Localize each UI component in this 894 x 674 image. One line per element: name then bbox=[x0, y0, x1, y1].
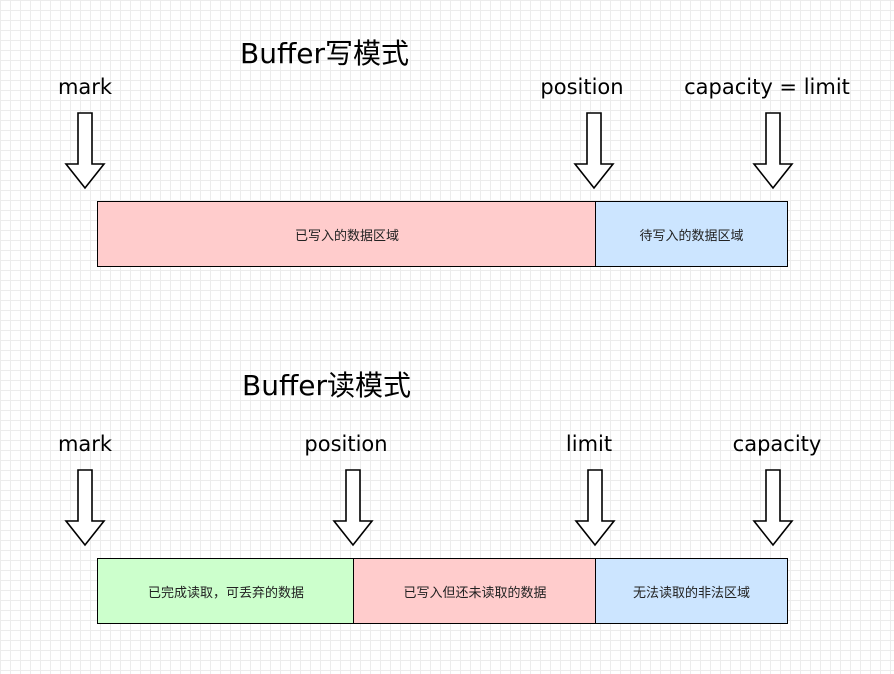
read-position-label: position bbox=[304, 432, 388, 456]
read-done-region: 已完成读取，可丢弃的数据 bbox=[97, 558, 355, 624]
hollow-down-arrow-icon bbox=[64, 469, 106, 547]
write-position-label: position bbox=[540, 75, 624, 99]
read-mark-label: mark bbox=[57, 432, 113, 456]
hollow-down-arrow-icon bbox=[752, 469, 794, 547]
hollow-down-arrow-icon bbox=[64, 112, 106, 190]
hollow-down-arrow-icon bbox=[332, 469, 374, 547]
hollow-down-arrow-icon bbox=[752, 112, 794, 190]
write-mark-label: mark bbox=[57, 75, 113, 99]
hollow-down-arrow-icon bbox=[574, 469, 616, 547]
read-mode-title: Buffer读模式 bbox=[242, 369, 411, 402]
write-capacity-limit-label: capacity = limit bbox=[684, 75, 850, 99]
to-write-data-region: 待写入的数据区域 bbox=[595, 201, 788, 267]
read-capacity-label: capacity bbox=[732, 432, 822, 456]
read-limit-label: limit bbox=[565, 432, 613, 456]
write-mode-title: Buffer写模式 bbox=[240, 37, 409, 70]
illegal-region: 无法读取的非法区域 bbox=[595, 558, 788, 624]
hollow-down-arrow-icon bbox=[573, 112, 615, 190]
written-data-region: 已写入的数据区域 bbox=[97, 201, 597, 267]
unread-data-region: 已写入但还未读取的数据 bbox=[353, 558, 597, 624]
